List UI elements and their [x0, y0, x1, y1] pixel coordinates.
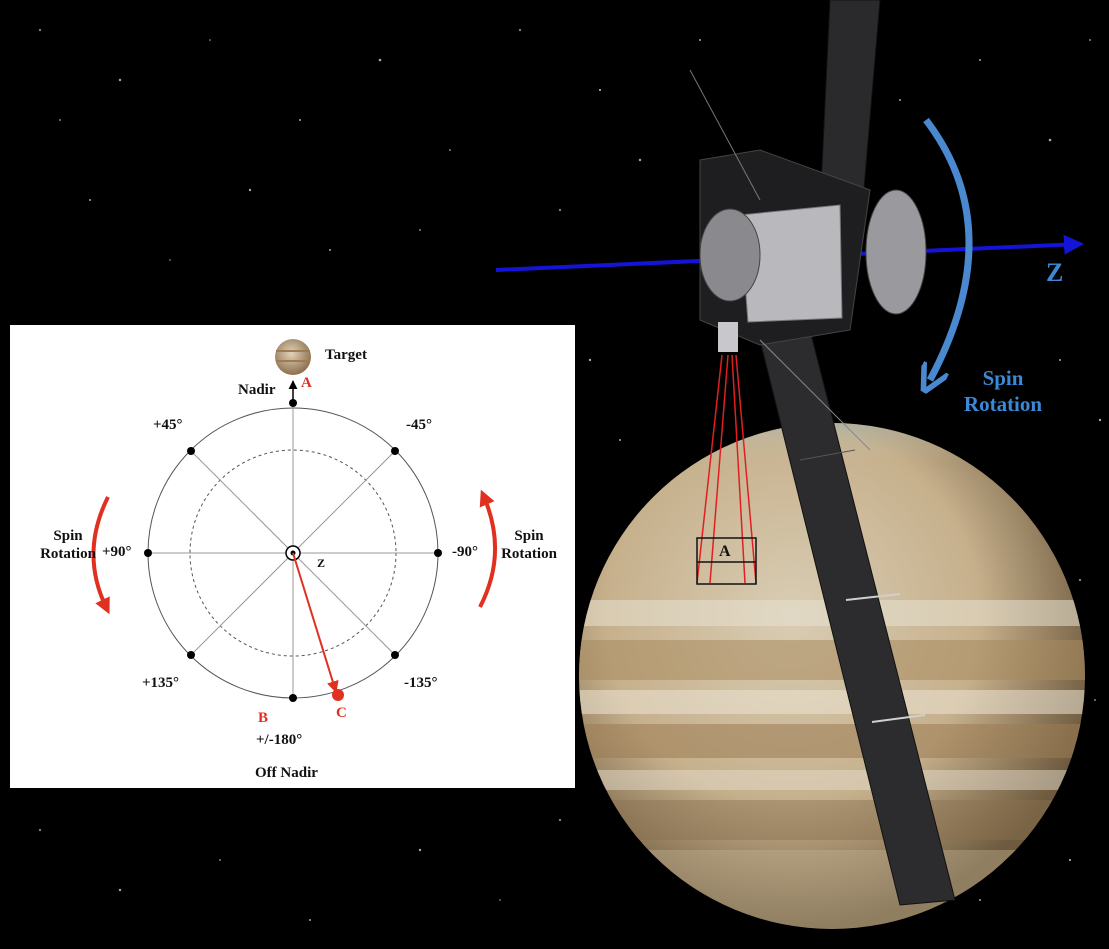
angle-minus135-label: -135°: [404, 675, 438, 691]
center-z-label: Z: [317, 556, 326, 570]
spin-arrow-left: [91, 496, 110, 615]
point-c-dot: [332, 689, 344, 701]
angle-dots: [144, 399, 442, 702]
spin-rotation-label: Spin Rotation: [963, 366, 1043, 416]
angle-minus90-label: -90°: [452, 544, 478, 560]
angle-circle-diagram: [91, 339, 498, 702]
angle-minus45-label: -45°: [406, 417, 432, 433]
spin-rotation-arrow: [926, 117, 973, 380]
spin-arrow-right: [478, 489, 498, 608]
angle-pm180-label: +/-180°: [256, 732, 303, 748]
spin-rotation-left-label: Spin Rotation: [40, 528, 96, 562]
z-axis-label: Z: [1046, 258, 1064, 287]
vector-arrow: [292, 552, 339, 694]
target-planet-icon: [275, 339, 311, 375]
angle-plus90-label: +90°: [102, 544, 132, 560]
fov-point-label: A: [719, 543, 731, 560]
point-c-label: C: [336, 705, 347, 721]
fov-box: [696, 537, 757, 585]
angle-plus135-label: +135°: [142, 675, 180, 691]
point-b-label: B: [258, 710, 269, 726]
field-of-view: [696, 354, 757, 584]
spin-rotation-right-label: Spin Rotation: [501, 528, 557, 562]
starfield: [39, 29, 1102, 921]
nadir-label: Nadir: [238, 382, 276, 398]
angle-plus45-label: +45°: [153, 417, 183, 433]
spin-angle-diagram: Target Nadir A +45° -45° +90° -90° +135°…: [10, 325, 575, 788]
spacecraft: [689, 69, 927, 451]
off-nadir-label: Off Nadir: [255, 765, 318, 781]
point-a-label: A: [301, 375, 312, 391]
target-label: Target: [325, 347, 367, 363]
